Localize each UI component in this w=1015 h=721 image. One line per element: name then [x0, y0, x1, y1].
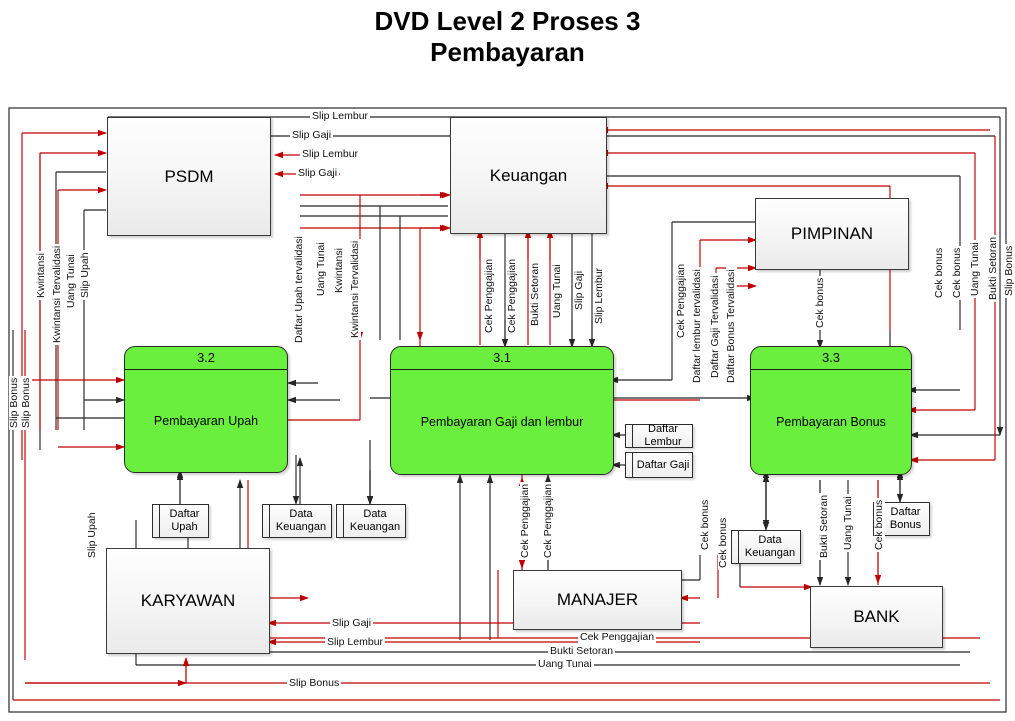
flow-label-cek-penggajian-keu-2: Cek Penggajian — [506, 256, 518, 335]
process-3-1[interactable]: 3.1 Pembayaran Gaji dan lembur — [390, 346, 614, 475]
process-3-3[interactable]: 3.3 Pembayaran Bonus — [750, 346, 912, 475]
flow-label-slip-upah-left: Slip Upah — [79, 250, 91, 300]
flow-label-kwintansi-mid: Kwintansi — [333, 246, 345, 295]
store-daftar-lembur[interactable]: Daftar Lembur — [625, 423, 693, 448]
store-daftar-gaji[interactable]: Daftar Gaji — [625, 452, 693, 478]
flow-label-cek-bonus-low-2: Cek bonus — [717, 515, 729, 570]
entity-manajer-label: MANAJER — [556, 590, 639, 609]
flow-label-kwintansi-left: Kwintansi — [35, 251, 47, 300]
flow-label-cek-penggajian-bottom: Cek Penggajian — [578, 631, 657, 643]
process-3-1-number: 3.1 — [391, 347, 613, 370]
flow-label-cek-bonus-pim-out: Cek bonus — [814, 275, 826, 330]
flow-label-cek-bonus-right-2: Cek bonus — [951, 245, 963, 300]
process-3-1-name: Pembayaran Gaji dan lembur — [420, 415, 584, 429]
flow-label-bukti-setoran-right: Bukti Setoran — [987, 234, 999, 302]
flow-label-uang-tunai-bank: Uang Tunai — [842, 494, 854, 552]
flow-label-daftar-lembur-tervalidasi: Daftar lembur tervalidasi — [691, 267, 703, 385]
flow-label-slip-lembur-keu: Slip Lembur — [593, 265, 605, 326]
store-data-keuangan-1-label: Data Keuangan — [275, 508, 327, 533]
flow-label-uang-tunai-bottom: Uang Tunai — [536, 658, 594, 670]
flow-label-bukti-setoran-keu: Bukti Setoran — [529, 260, 541, 328]
flow-label-cek-penggajian-low-1: Cek Penggajian — [519, 481, 531, 560]
entity-bank[interactable]: BANK — [810, 586, 943, 648]
store-daftar-upah-label: Daftar Upah — [169, 508, 200, 533]
flow-label-daftar-bonus-tervalidasi: Daftar Bonus Tervalidasi — [725, 267, 737, 385]
flow-label-bukti-setoran-bank: Bukti Setoran — [818, 492, 830, 560]
flow-label-slip-bonus-right: Slip Bonus — [1003, 243, 1015, 298]
entity-manajer[interactable]: MANAJER — [513, 570, 682, 630]
store-data-keuangan-2-label: Data Keuangan — [349, 508, 401, 533]
store-daftar-lembur-label: Daftar Lembur — [644, 423, 682, 448]
flow-label-kwintansi-tervalidasi-mid: Kwintansi Tervalidasi — [349, 238, 361, 340]
entity-keuangan[interactable]: Keuangan — [450, 117, 607, 234]
process-3-2-number: 3.2 — [125, 347, 287, 370]
entity-pimpinan-label: PIMPINAN — [790, 224, 874, 243]
flow-label-slip-gaji-karyawan: Slip Gaji — [330, 617, 374, 629]
flow-label-cek-bonus-low-1: Cek bonus — [699, 497, 711, 552]
entity-bank-label: BANK — [853, 607, 900, 626]
flow-label-uang-tunai-keu: Uang Tunai — [551, 262, 563, 320]
flow-label-slip-lembur-out: Slip Lembur — [310, 110, 371, 122]
flow-label-kwintansi-tervalidasi-left: Kwintansi Tervalidasi — [51, 243, 63, 345]
entity-psdm-label: PSDM — [164, 166, 214, 186]
flow-label-slip-gaji-keu: Slip Gaji — [573, 268, 585, 312]
entity-pimpinan[interactable]: PIMPINAN — [755, 198, 909, 270]
flow-label-slip-gaji-in: Slip Gaji — [296, 167, 340, 179]
flow-label-cek-bonus-right-1: Cek bonus — [933, 245, 945, 300]
store-daftar-gaji-label: Daftar Gaji — [636, 458, 690, 471]
flow-label-cek-penggajian-keu-1: Cek Penggajian — [483, 256, 495, 335]
flow-label-slip-gaji-out: Slip Gaji — [290, 129, 334, 141]
flow-label-uang-tunai-mid: Uang Tunai — [315, 240, 327, 298]
process-3-2[interactable]: 3.2 Pembayaran Upah — [124, 346, 288, 473]
flow-label-bukti-setoran-bottom: Bukti Setoran — [548, 645, 616, 657]
flow-label-slip-upah-karyawan: Slip Upah — [86, 510, 98, 560]
flow-label-slip-lembur-in: Slip Lembur — [300, 148, 361, 160]
flow-label-uang-tunai-left: Uang Tunai — [65, 252, 77, 310]
flow-label-cek-bonus-bank: Cek bonus — [873, 497, 885, 552]
store-data-keuangan-3-label: Data Keuangan — [744, 534, 796, 559]
flow-label-cek-penggajian-low-2: Cek Penggajian — [542, 481, 554, 560]
flow-label-daftar-upah-tervalidasi: Daftar Upah tervalidasi — [293, 234, 305, 345]
flow-label-uang-tunai-right: Uang Tunai — [969, 240, 981, 298]
flow-label-slip-bonus-left-1: Slip Bonus — [8, 375, 20, 430]
process-3-3-number: 3.3 — [751, 347, 911, 370]
store-data-keuangan-3[interactable]: Data Keuangan — [731, 530, 801, 564]
process-3-3-name: Pembayaran Bonus — [776, 415, 886, 429]
entity-karyawan[interactable]: KARYAWAN — [106, 548, 270, 654]
entity-psdm[interactable]: PSDM — [107, 117, 271, 236]
entity-karyawan-label: KARYAWAN — [140, 591, 236, 610]
flow-label-daftar-gaji-tervalidasi: Daftar Gaji Tervalidasi — [709, 273, 721, 380]
flow-label-slip-bonus-left-2: Slip Bonus — [20, 375, 32, 430]
title-line-1: DVD Level 2 Proses 3 — [374, 6, 641, 36]
flow-label-slip-lembur-karyawan: Slip Lembur — [325, 636, 386, 648]
flow-label-cek-penggajian-pim: Cek Penggajian — [675, 261, 687, 340]
process-3-2-name: Pembayaran Upah — [153, 414, 259, 428]
flow-label-slip-bonus-karyawan: Slip Bonus — [287, 677, 342, 689]
store-data-keuangan-1[interactable]: Data Keuangan — [262, 504, 332, 538]
store-daftar-upah[interactable]: Daftar Upah — [152, 504, 209, 538]
store-daftar-bonus-label: Daftar Bonus — [889, 506, 922, 531]
page-title: DVD Level 2 Proses 3 Pembayaran — [0, 6, 1015, 67]
entity-keuangan-label: Keuangan — [489, 165, 568, 185]
store-data-keuangan-2[interactable]: Data Keuangan — [336, 504, 406, 538]
title-line-2: Pembayaran — [430, 36, 585, 67]
